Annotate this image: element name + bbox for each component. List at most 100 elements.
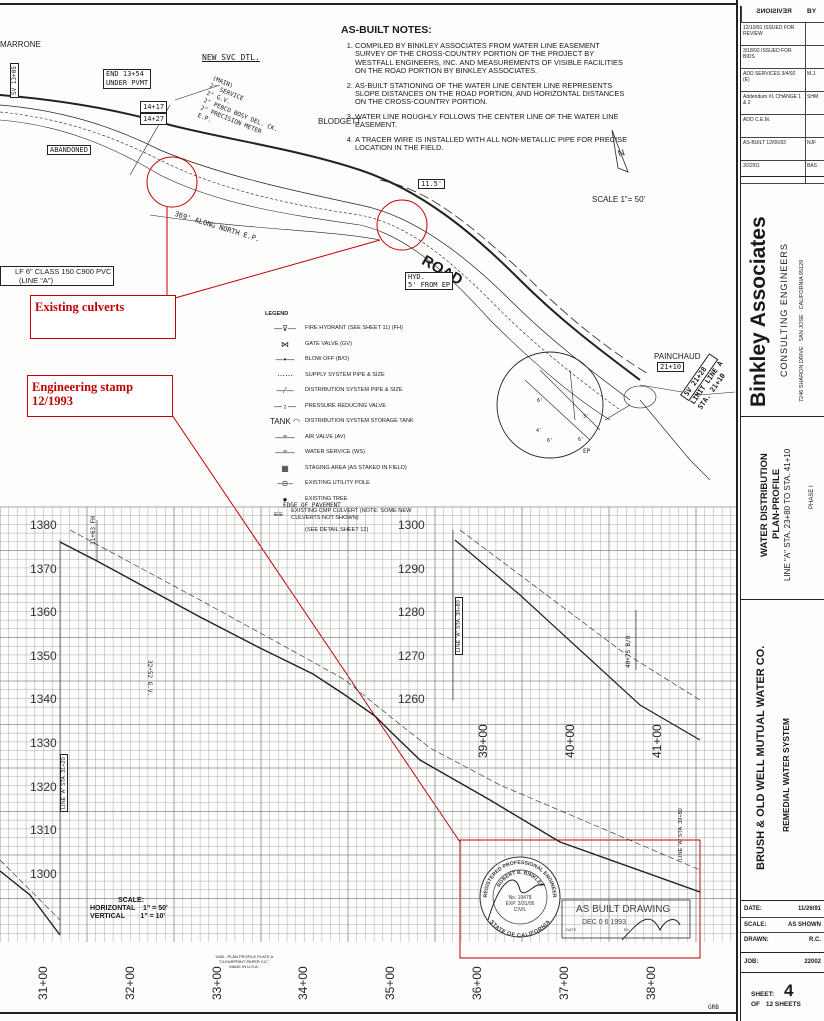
pipe-spec: LF 6" CLASS 150 C900 PVC: [15, 267, 112, 276]
annotation-existing-culverts: Existing culverts: [30, 295, 176, 339]
legend-symbol-icon: TANK ◠: [270, 417, 300, 427]
legend-item: —ᵠ—WATER SERVICE (WS): [265, 445, 415, 461]
elevation-label: 1330: [30, 736, 57, 750]
sheet-total: 12 SHEETS: [765, 1001, 801, 1008]
firm-panel: Binkley Associates CONSULTING ENGINEERS …: [740, 176, 824, 416]
legend-label: GATE VALVE (GV): [305, 340, 352, 347]
paper-line3: MADE IN U.S.A.: [229, 964, 259, 969]
legend-symbol-icon: ●: [282, 494, 288, 504]
under-pavement: UNDER PVMT: [106, 79, 149, 87]
elevation-label: 1290: [398, 561, 425, 576]
detail-dim: 6': [547, 438, 554, 444]
legend-symbol-icon: —♁—: [274, 401, 296, 411]
bo-note: 40+75 B/O: [625, 635, 632, 668]
revision-description: ADD SERVICES 3/4/92 (E): [741, 69, 806, 91]
detail-dim: 6': [537, 398, 544, 404]
station-label: 40+00: [562, 724, 577, 758]
sheet-title-1: WATER DISTRIBUTION: [759, 453, 770, 557]
elevation-label: 1270: [398, 648, 425, 663]
revision-description: ADD C.E.M.: [741, 115, 806, 137]
plan-scale: SCALE 1"= 50': [592, 195, 646, 204]
legend-symbol-icon: ▦: [281, 463, 289, 473]
of-label: OF: [751, 1001, 761, 1008]
sheet-title-panel: WATER DISTRIBUTION PLAN-PROFILE LINE "A"…: [740, 416, 824, 599]
station-label: 34+00: [296, 966, 311, 1000]
revision-by: [806, 46, 824, 68]
ground-profile-line: [69, 529, 701, 871]
hyd-label: HYD.: [408, 273, 425, 281]
revision-row: 3/18/92 ISSUED FOR BIDS: [741, 46, 824, 69]
legend-item: —⊽—FIRE HYDRANT (SEE SHEET 11) (FH): [265, 321, 415, 337]
elevation-label: 1260: [398, 692, 425, 707]
line-a-start: LINE "A" STA. 31+20: [60, 754, 68, 812]
legend-label: FIRE HYDRANT (SEE SHEET 11) (FH): [305, 325, 403, 332]
detail-dim: 3': [583, 414, 590, 420]
legend-item: ≡≡EXISTING CMP CULVERT (NOTE: SOME NEW C…: [265, 507, 415, 523]
legend-item: ⋯⋯ SUPPLY SYSTEM PIPE & SIZE: [265, 368, 415, 384]
detail-reference-ellipse: [623, 385, 657, 409]
culvert-circle-2: [376, 199, 428, 251]
ep-legend-note: EDGE OF PAVEMENT: [283, 502, 341, 509]
seal-type: CIVIL: [513, 907, 527, 913]
initials: GRB: [708, 1004, 719, 1011]
revision-row: ADD SERVICES 3/4/92 (E)M.J.: [741, 69, 824, 92]
pipe-profile-line: [59, 541, 701, 893]
culvert-circle-1: [146, 156, 198, 208]
signature: [621, 918, 681, 941]
legend-label: BLOW OFF (B/O): [305, 356, 350, 363]
paper-imprint: 1265 - PLAN PROFILE PLATE A "CLEARPRINT …: [215, 954, 273, 969]
station-14-27: 14+27: [140, 113, 168, 125]
line-a-station-39-80: LINE "A" STA. 39+80: [455, 597, 463, 655]
revision-description: Addendum #1 CHANGE 1 & 2: [741, 92, 806, 114]
legend-label: (SEE DETAIL SHEET 12): [305, 526, 369, 533]
stamp-by-label: BY: [624, 927, 630, 932]
detail-circle: [496, 351, 604, 459]
red-annotations: [146, 156, 701, 959]
culvert-leader-2: [174, 239, 381, 299]
scale-vertical: VERTICAL 1" = 10': [90, 913, 166, 920]
revision-by: NJF: [807, 140, 817, 146]
legend-label: EXISTING UTILITY POLE: [305, 480, 370, 487]
pipe-profile-line-2: [454, 539, 701, 741]
station-label: 35+00: [383, 966, 398, 1000]
stamp-date: DEC 0 6 1993: [582, 919, 626, 926]
new-service-detail: NEW SVC DTL.: [202, 53, 260, 62]
scale-title: SCALE:: [118, 897, 145, 904]
seal-number: No. 19478: [508, 895, 532, 901]
legend-symbol-icon: –⊖–: [277, 479, 293, 489]
legend-item: –⊖– EXISTING UTILITY POLE: [265, 476, 415, 492]
owner-painchaud: PAINCHAUD: [654, 352, 701, 361]
station-label: 39+00: [476, 724, 490, 758]
stamp-highlight-box: [459, 839, 701, 959]
legend-symbol-icon: ⋯⋯: [277, 370, 293, 380]
info-rows: DATE:11/26/91 SCALE:AS SHOWN DRAWN:R.C.: [740, 900, 824, 952]
job-label: JOB:: [744, 959, 759, 965]
revision-row: ADD C.E.M.: [741, 115, 824, 138]
seal-expiry: EXP. 3/31/95: [505, 901, 535, 907]
drawn-value: R.C.: [809, 937, 821, 943]
legend-item: —•—BLOW OFF (B/O): [265, 352, 415, 368]
job-row: JOB:22002: [740, 952, 824, 972]
station-vertical: SV 13+05: [10, 63, 19, 98]
legend-label: SUPPLY SYSTEM PIPE & SIZE: [305, 371, 385, 378]
hyd-offset: 5' FROM EP: [408, 281, 451, 289]
paper-line1: 1265 - PLAN PROFILE PLATE A: [215, 954, 274, 959]
sheet-number-panel: SHEET: 4 OF 12 SHEETS: [740, 972, 824, 1021]
sheet-title-2: PLAN-PROFILE: [771, 468, 782, 539]
station-label: 41+00: [649, 724, 664, 758]
elevation-label: 1340: [30, 692, 57, 707]
end-callout: END 13+54 UNDER PVMT: [103, 69, 152, 89]
legend-item: —♁—PRESSURE REDUCING VALVE: [265, 399, 415, 415]
legend-label: EXISTING TREE: [305, 495, 348, 502]
revision-description: 3/22/01: [741, 161, 806, 183]
revisions-title: REVISIONS: [741, 6, 806, 22]
elevation-label: 1320: [30, 779, 57, 794]
painchaud-station: 21+10: [657, 362, 685, 372]
elevation-label: 1360: [30, 605, 57, 620]
as-built-label: AS BUILT DRAWING: [576, 904, 671, 915]
revision-by: [806, 23, 824, 45]
